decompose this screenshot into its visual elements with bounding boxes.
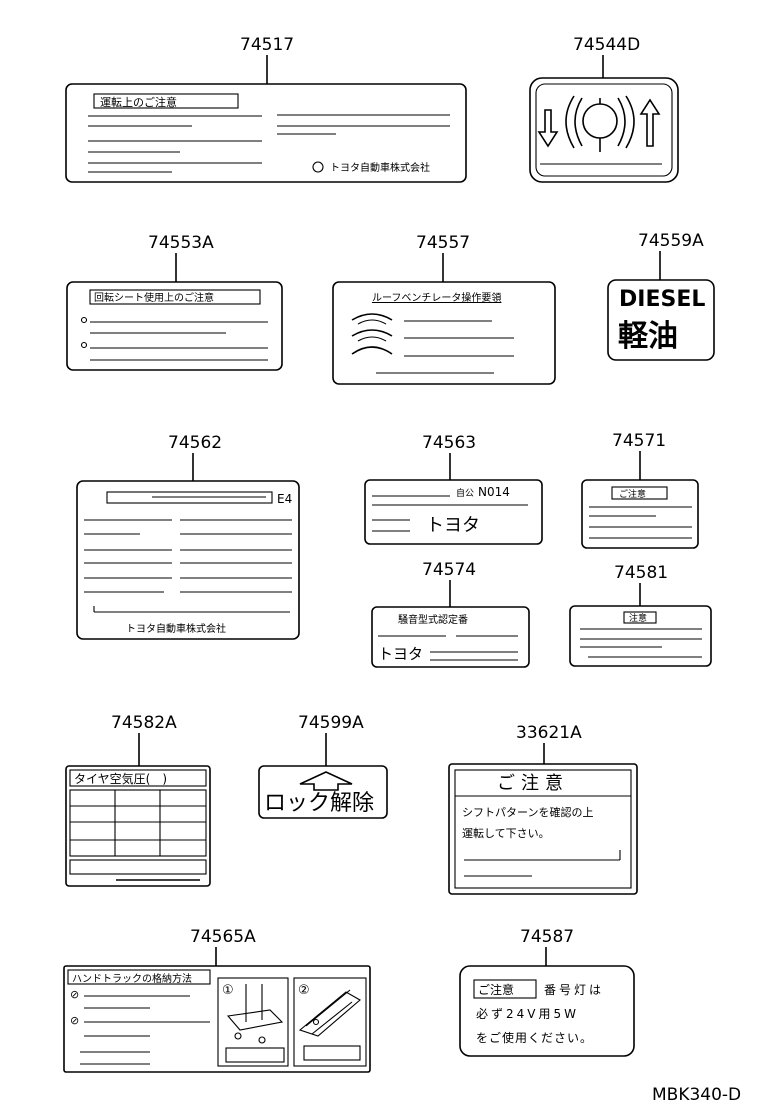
label-74553A-title: 回転シート使用上のご注意 <box>94 291 214 304</box>
part-number-74559A: 74559A <box>638 231 704 251</box>
label-74544D: 74544D <box>529 35 679 183</box>
label-74517-maker: トヨタ自動車株式会社 <box>330 161 430 174</box>
part-number-74599A: 74599A <box>298 713 364 733</box>
part-number-74553A: 74553A <box>148 233 214 253</box>
label-74562-code: E4 <box>277 492 292 506</box>
label-74563-maker: トヨタ <box>426 515 480 536</box>
part-number-74562: 74562 <box>168 433 222 453</box>
part-number-74582A: 74582A <box>111 713 177 733</box>
label-74582A-title: タイヤ空気圧( ) <box>74 771 167 786</box>
label-74574-maker: トヨタ <box>378 645 423 663</box>
part-number-74563: 74563 <box>422 433 476 453</box>
part-number-74517: 74517 <box>240 35 294 55</box>
label-74559A: 74559A DIESEL 軽油 <box>607 231 715 361</box>
label-74574: 74574 騒音型式認定番 トヨタ <box>371 560 530 668</box>
part-number-74544D: 74544D <box>573 35 640 55</box>
label-74571-title: ご注意 <box>619 488 646 500</box>
label-74562: 74562 E4 トヨタ自動車株式会社 <box>76 433 300 640</box>
label-33621A-line1: シフトパターンを確認の上 <box>462 805 593 819</box>
svg-text:⊘: ⊘ <box>70 1014 79 1027</box>
svg-text:自公: 自公 <box>456 487 474 499</box>
label-74559A-keiyu: 軽油 <box>618 319 678 354</box>
svg-text:⊘: ⊘ <box>70 988 79 1001</box>
label-74599A: 74599A ロック解除 <box>258 713 388 819</box>
label-74553A: 74553A 回転シート使用上のご注意 <box>66 233 283 371</box>
label-74574-title: 騒音型式認定番 <box>398 613 468 626</box>
label-74557: 74557 ルーフベンチレータ操作要領 <box>332 233 556 385</box>
label-33621A: 33621A ご注意 シフトパターンを確認の上 運転して下さい。 <box>448 723 638 895</box>
diagram-code: MBK340-D <box>652 1085 741 1105</box>
label-74582A: 74582A タイヤ空気圧( ) <box>65 713 211 887</box>
label-74517-title: 運転上のご注意 <box>100 95 177 109</box>
part-number-74571: 74571 <box>612 431 666 451</box>
label-74557-title: ルーフベンチレータ操作要領 <box>372 291 501 304</box>
label-74565A-title: ハンドトラックの格納方法 <box>72 972 192 985</box>
part-number-33621A: 33621A <box>516 723 582 743</box>
label-74571: 74571 ご注意 <box>581 431 699 549</box>
label-74563-code: N014 <box>478 485 510 499</box>
label-74587-line3: をご使用ください。 <box>476 1030 593 1045</box>
label-74565A: 74565A ハンドトラックの格納方法 ⊘ ⊘ ① ② <box>63 927 371 1073</box>
label-74599A-text: ロック解除 <box>264 791 374 816</box>
label-74565A-step2: ② <box>298 983 310 998</box>
part-number-74557: 74557 <box>416 233 470 253</box>
label-74563: 74563 自公 N014 トヨタ <box>364 433 543 545</box>
part-number-74565A: 74565A <box>190 927 256 947</box>
part-number-74581: 74581 <box>614 563 668 583</box>
label-33621A-title: ご注意 <box>497 773 569 794</box>
label-74581: 74581 注意 <box>569 563 712 667</box>
label-33621A-line2: 運転して下さい。 <box>462 827 550 840</box>
label-74559A-diesel: DIESEL <box>619 287 705 312</box>
label-74587-line1: 番号灯は <box>544 983 604 997</box>
label-74581-title: 注意 <box>629 612 647 624</box>
label-74562-maker: トヨタ自動車株式会社 <box>126 622 226 635</box>
label-74587-line2: 必ず24V用5W <box>476 1007 579 1021</box>
part-number-74574: 74574 <box>422 560 476 580</box>
label-74587-title: ご注意 <box>478 982 514 997</box>
label-74587: 74587 ご注意 番号灯は 必ず24V用5W をご使用ください。 <box>459 927 635 1057</box>
part-number-74587: 74587 <box>520 927 574 947</box>
label-74565A-step1: ① <box>222 983 234 998</box>
label-74517: 74517 運転上のご注意 トヨタ自動車株式会社 <box>65 35 467 183</box>
